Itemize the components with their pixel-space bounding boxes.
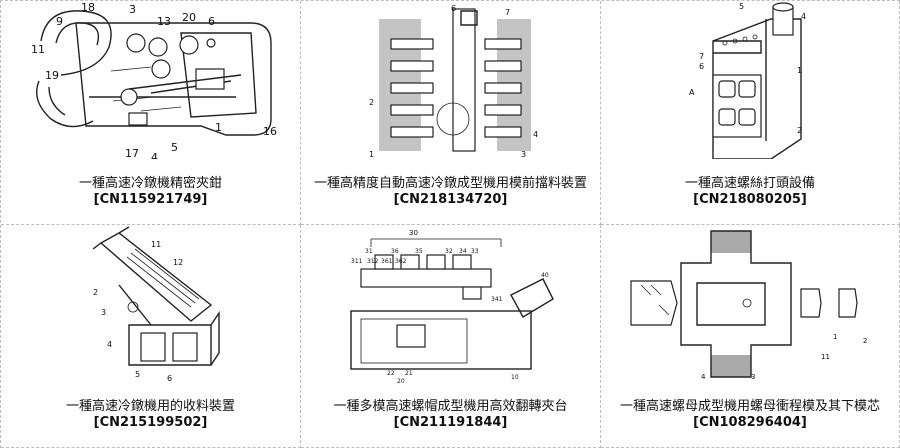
- part-number: 20: [182, 11, 196, 24]
- part-number: 341: [491, 296, 503, 303]
- part-number: 2: [93, 288, 98, 297]
- part-number: 10: [511, 374, 519, 381]
- patent-caption: 一種高速螺絲打頭設備 [CN218080205]: [601, 159, 899, 224]
- patent-drawing: 9 18 3 13 20 6 11 19 17 4 5 1 16: [1, 1, 300, 159]
- part-number: 35: [415, 248, 423, 255]
- patent-title[interactable]: 一種高速冷鐓機用的收料裝置: [65, 399, 235, 414]
- patent-title[interactable]: 一種高速螺母成型機用螺母衝程模及其下模芯: [619, 399, 880, 414]
- part-number: 9: [56, 15, 63, 28]
- part-number: 2: [369, 98, 374, 107]
- part-number: 2: [863, 337, 867, 345]
- patent-card[interactable]: 30 31 36 35 32 34 33 311 312 361 362 341…: [301, 225, 601, 448]
- part-number: 1: [797, 66, 802, 75]
- part-number: 362: [395, 258, 407, 265]
- part-number: 3: [129, 3, 136, 16]
- part-number: 40: [541, 272, 549, 279]
- patent-drawing: 30 31 36 35 32 34 33 311 312 361 362 341…: [301, 225, 600, 383]
- part-number: 6: [167, 374, 172, 383]
- part-number: 16: [263, 125, 277, 138]
- patent-caption: 一種高速冷鐓機用的收料裝置 [CN215199502]: [1, 383, 300, 447]
- patent-caption: 一種高速冷鐓機精密夾鉗 [CN115921749]: [1, 159, 300, 224]
- part-number: 3: [521, 150, 526, 159]
- patent-number[interactable]: [CN108296404]: [693, 415, 807, 430]
- patent-caption: 一種多模高速螺帽成型機用高效翻轉夾台 [CN211191844]: [301, 383, 600, 447]
- patent-drawing: 11 12 2 3 4 5 6: [1, 225, 300, 383]
- part-number: 13: [157, 15, 171, 28]
- patent-card[interactable]: 9 18 3 13 20 6 11 19 17 4 5 1 16 一種高速冷鐓機…: [1, 1, 301, 225]
- patent-card[interactable]: 11 12 2 3 4 5 6 一種高速冷鐓機用的收料裝置 [CN2151995…: [1, 225, 301, 448]
- part-number: 4: [107, 340, 112, 349]
- patent-number[interactable]: [CN211191844]: [393, 415, 508, 430]
- part-number: 11: [821, 353, 830, 361]
- part-number: 18: [81, 1, 95, 14]
- part-number: 4: [801, 12, 806, 21]
- part-number: 21: [405, 370, 413, 377]
- patent-title[interactable]: 一種高精度自動高速冷鐓成型機用模前擋料裝置: [313, 175, 587, 191]
- patent-caption: 一種高速螺母成型機用螺母衝程模及其下模芯 [CN108296404]: [601, 383, 899, 447]
- patent-drawing: 4 3 11 1 2: [601, 225, 899, 383]
- part-number: 312: [367, 258, 379, 265]
- patent-card[interactable]: 4 3 11 1 2 一種高速螺母成型機用螺母衝程模及其下模芯 [CN10829…: [601, 225, 900, 448]
- patent-drawing: 5 4 7 6 A 1 2: [601, 1, 899, 159]
- part-number: 22: [387, 370, 395, 377]
- part-number: 34: [459, 248, 467, 255]
- patent-number[interactable]: [CN215199502]: [93, 415, 208, 430]
- part-number: 1: [833, 333, 837, 341]
- part-number: 7: [699, 52, 704, 61]
- part-number: 17: [125, 147, 139, 159]
- part-number: 1: [369, 150, 374, 159]
- patent-card[interactable]: 5 4 7 6 A 1 2 一種高速螺絲打頭設備 [CN218080205]: [601, 1, 900, 225]
- part-number: 12: [173, 258, 183, 267]
- part-number: 5: [739, 2, 744, 11]
- part-number: 311: [351, 258, 363, 265]
- part-number: 7: [505, 8, 510, 17]
- part-number: 4: [151, 151, 158, 159]
- part-number: 33: [471, 248, 479, 255]
- part-number: 4: [533, 130, 538, 139]
- part-number: 6: [699, 62, 704, 71]
- part-number: 3: [751, 373, 755, 381]
- patent-drawing: 6 7 2 4 1 3: [301, 1, 600, 159]
- part-number: 11: [151, 240, 161, 249]
- part-number: 3: [101, 308, 106, 317]
- part-number: 31: [365, 248, 373, 255]
- part-number: A: [689, 88, 695, 97]
- patent-title[interactable]: 一種高速冷鐓機精密夾鉗: [78, 175, 222, 191]
- part-number: 30: [409, 229, 418, 237]
- part-number: 6: [451, 4, 456, 13]
- part-number: 6: [208, 15, 215, 28]
- part-number: 1: [215, 121, 222, 134]
- part-number: 5: [135, 370, 140, 379]
- part-number: 32: [445, 248, 453, 255]
- patent-card[interactable]: 6 7 2 4 1 3 一種高精度自動高速冷鐓成型機用模前擋料裝置 [CN218…: [301, 1, 601, 225]
- part-number: 4: [701, 373, 706, 381]
- part-number: 11: [31, 43, 45, 56]
- part-number: 20: [397, 378, 405, 383]
- patent-number[interactable]: [CN115921749]: [93, 191, 208, 207]
- patent-title[interactable]: 一種多模高速螺帽成型機用高效翻轉夾台: [333, 399, 568, 414]
- patent-caption: 一種高精度自動高速冷鐓成型機用模前擋料裝置 [CN218134720]: [301, 159, 600, 224]
- patent-title[interactable]: 一種高速螺絲打頭設備: [684, 175, 815, 191]
- part-number: 36: [391, 248, 399, 255]
- part-number: 19: [45, 69, 59, 82]
- patent-number[interactable]: [CN218134720]: [393, 191, 508, 207]
- part-number: 5: [171, 141, 178, 154]
- part-number: 361: [381, 258, 393, 265]
- part-number: 2: [797, 126, 802, 135]
- patent-number[interactable]: [CN218080205]: [693, 191, 807, 207]
